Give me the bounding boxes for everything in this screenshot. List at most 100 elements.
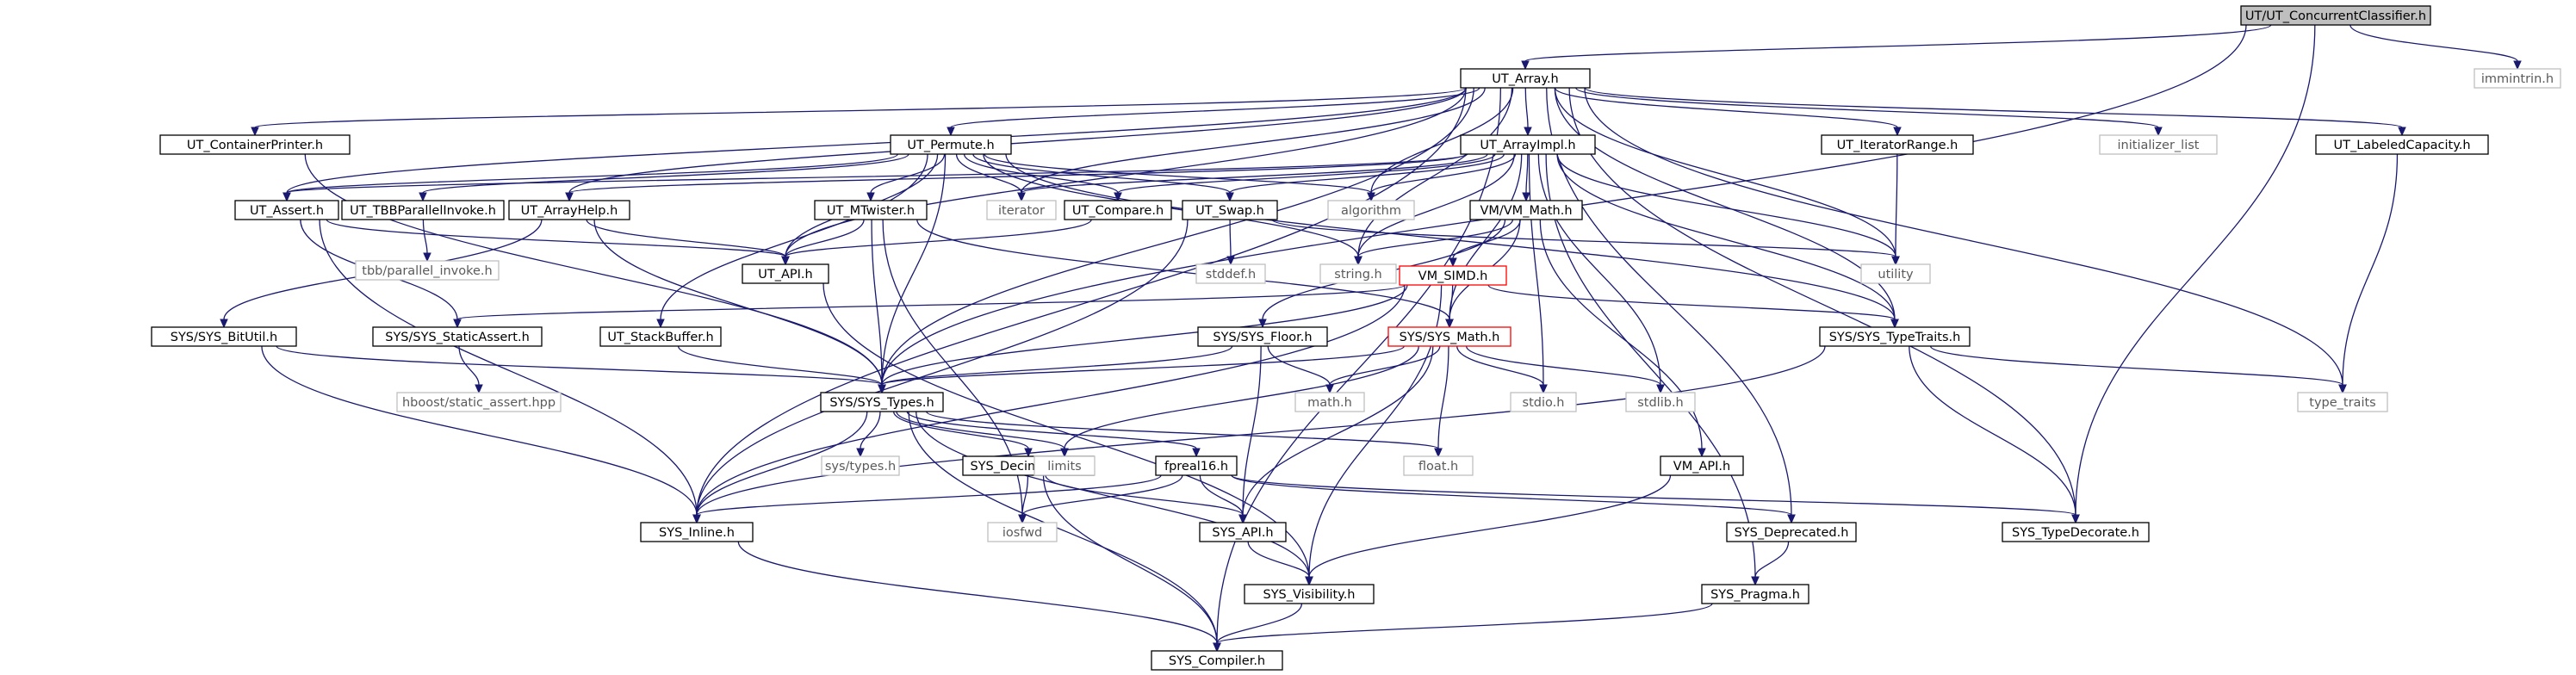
node-box xyxy=(1327,200,1415,220)
node-tbbinvoke[interactable]: UT_TBBParallelInvoke.h xyxy=(341,200,505,220)
arrowhead-icon xyxy=(2154,127,2163,137)
node-root: UT/UT_ConcurrentClassifier.h xyxy=(2240,5,2431,26)
node-visibility[interactable]: SYS_Visibility.h xyxy=(1244,584,1375,604)
node-sysinline[interactable]: SYS_Inline.h xyxy=(640,522,754,542)
node-box xyxy=(2474,68,2561,89)
node-utapi[interactable]: UT_API.h xyxy=(742,263,829,284)
node-pragma[interactable]: SYS_Pragma.h xyxy=(1701,584,1809,604)
node-utility: utility xyxy=(1860,263,1931,284)
node-label: UT_Assert.h xyxy=(250,204,324,218)
edge-fpreal16-to-sysapi xyxy=(1199,474,1247,524)
node-label: type_traits xyxy=(2309,396,2375,410)
arrowhead-icon xyxy=(656,319,665,329)
edge-swap-to-utility xyxy=(1271,219,1900,266)
node-staticassert[interactable]: SYS/SYS_StaticAssert.h xyxy=(372,326,543,347)
node-assert[interactable]: UT_Assert.h xyxy=(234,200,339,220)
edge-typetraits_h-to-type_traits xyxy=(1929,345,2347,394)
node-label: UT_ContainerPrinter.h xyxy=(187,139,323,152)
node-label: SYS/SYS_TypeTraits.h xyxy=(1829,331,1961,344)
node-containerprinter[interactable]: UT_ContainerPrinter.h xyxy=(159,134,351,155)
node-sysapi[interactable]: SYS_API.h xyxy=(1199,522,1287,542)
edge-ut_array-to-systypes xyxy=(878,87,1474,394)
node-box xyxy=(1403,455,1474,476)
node-box xyxy=(1510,392,1577,412)
node-arrayimpl[interactable]: UT_ArrayImpl.h xyxy=(1460,134,1596,155)
node-labeledcap[interactable]: UT_LabeledCapacity.h xyxy=(2315,134,2489,155)
node-compiler[interactable]: SYS_Compiler.h xyxy=(1151,650,1283,671)
node-stdlib: stdlib.h xyxy=(1625,392,1696,412)
arrowhead-icon xyxy=(856,448,865,458)
node-label: math.h xyxy=(1307,396,1352,410)
edge-visibility-to-compiler xyxy=(1213,603,1303,653)
edge-vmmath-to-string xyxy=(1354,219,1514,266)
node-sysmath[interactable]: SYS/SYS_Math.h xyxy=(1387,326,1511,347)
node-systypes[interactable]: SYS/SYS_Types.h xyxy=(820,392,944,412)
edge-arrayimpl-to-vmmath xyxy=(1522,153,1530,202)
node-typetraits_h[interactable]: SYS/SYS_TypeTraits.h xyxy=(1819,326,1971,347)
edge-tbbinvoke-to-tbbpi xyxy=(422,219,431,263)
node-box xyxy=(1819,326,1971,347)
node-stackbuffer[interactable]: UT_StackBuffer.h xyxy=(599,326,722,347)
edge-vmsimd-to-sysmath xyxy=(1445,284,1454,329)
node-label: VM_API.h xyxy=(1673,460,1730,474)
node-typedecorate[interactable]: SYS_TypeDecorate.h xyxy=(2002,522,2150,542)
node-vmmath[interactable]: VM/VM_Math.h xyxy=(1469,200,1583,220)
arrowhead-icon xyxy=(1213,642,1221,653)
edge-permute-to-systypes xyxy=(878,153,947,394)
node-box xyxy=(1460,134,1596,155)
edge-deprecated-to-pragma xyxy=(1751,541,1790,586)
node-box xyxy=(1197,326,1328,347)
edge-fpreal16-to-sysinline xyxy=(692,474,1162,524)
node-label: UT_Permute.h xyxy=(907,139,994,152)
edge-systypes-to-floath xyxy=(926,411,1443,458)
node-swap[interactable]: UT_Swap.h xyxy=(1182,200,1278,220)
arrowhead-icon xyxy=(1539,384,1548,394)
edge-sysmath-to-sysapi xyxy=(1238,345,1434,524)
edge-pragma-to-compiler xyxy=(1213,603,1713,653)
node-label: sys/types.h xyxy=(825,460,896,474)
arrowhead-icon xyxy=(1445,319,1454,329)
node-sysfloor[interactable]: SYS/SYS_Floor.h xyxy=(1197,326,1328,347)
node-box xyxy=(640,522,754,542)
edge-ut_array-to-iterrange xyxy=(1554,87,1902,137)
edge-assert-to-utapi xyxy=(326,219,790,266)
node-box xyxy=(1625,392,1696,412)
node-vmapi[interactable]: VM_API.h xyxy=(1660,455,1744,476)
arrowhead-icon xyxy=(1521,60,1530,71)
arrowhead-icon xyxy=(1522,192,1530,202)
node-mtwister[interactable]: UT_MTwister.h xyxy=(814,200,928,220)
node-label: SYS_Pragma.h xyxy=(1710,588,1800,602)
node-fpreal16[interactable]: fpreal16.h xyxy=(1155,455,1238,476)
edge-sysmath-to-stdio xyxy=(1456,345,1548,394)
arrowhead-icon xyxy=(1449,257,1457,268)
node-iterrange[interactable]: UT_IteratorRange.h xyxy=(1821,134,1974,155)
node-arrayhelp[interactable]: UT_ArrayHelp.h xyxy=(508,200,630,220)
node-box xyxy=(1064,200,1172,220)
arrowhead-icon xyxy=(1698,448,1706,458)
node-box xyxy=(396,392,562,412)
node-ut_array[interactable]: UT_Array.h xyxy=(1460,68,1591,89)
edge-ut_array-to-typetraits_h xyxy=(1554,87,1899,329)
edge-sysmath-to-systypes xyxy=(878,345,1405,394)
node-box xyxy=(234,200,339,220)
node-compare[interactable]: UT_Compare.h xyxy=(1064,200,1172,220)
node-vmsimd[interactable]: VM_SIMD.h xyxy=(1399,265,1507,286)
node-iosfwd: iosfwd xyxy=(987,522,1058,542)
node-bitutil[interactable]: SYS/SYS_BitUtil.h xyxy=(151,326,297,347)
arrowhead-icon xyxy=(1524,127,1532,137)
edge-arrayimpl-to-stdio xyxy=(1528,153,1548,394)
edge-mtwister-to-utapi xyxy=(781,219,865,266)
arrowhead-icon xyxy=(2398,127,2406,137)
node-box xyxy=(820,392,944,412)
node-permute[interactable]: UT_Permute.h xyxy=(890,134,1012,155)
node-box xyxy=(599,326,722,347)
node-label: float.h xyxy=(1418,460,1458,474)
arrowhead-icon xyxy=(1226,192,1234,202)
edge-sysmath-to-stdlib xyxy=(1465,345,1665,394)
node-label: utility xyxy=(1878,268,1914,282)
arrowhead-icon xyxy=(2513,60,2522,71)
node-box xyxy=(1660,455,1744,476)
node-deprecated[interactable]: SYS_Deprecated.h xyxy=(1726,522,1857,542)
arrowhead-icon xyxy=(1114,192,1122,202)
node-box xyxy=(341,200,505,220)
